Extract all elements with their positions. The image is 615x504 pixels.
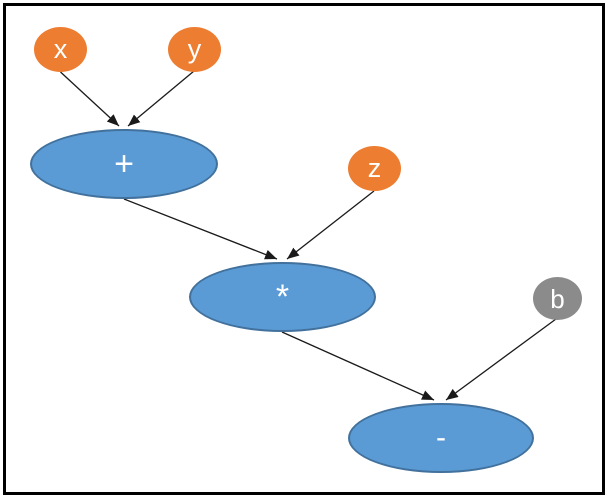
node-label-minus: - [436, 421, 446, 454]
diagram-frame [3, 3, 605, 495]
node-label-x: x [53, 34, 68, 64]
node-input-x[interactable]: x [34, 27, 87, 72]
node-op-times[interactable]: * [189, 262, 376, 332]
node-op-minus[interactable]: - [348, 403, 534, 473]
node-label-plus: + [114, 145, 134, 183]
node-label-b: b [550, 283, 565, 314]
node-param-b[interactable]: b [533, 277, 582, 320]
node-label-times: * [275, 278, 290, 316]
node-input-y[interactable]: y [168, 27, 221, 72]
node-input-z[interactable]: z [348, 146, 401, 191]
node-label-y: y [187, 34, 202, 64]
node-op-plus[interactable]: + [30, 129, 218, 199]
node-label-z: z [367, 153, 382, 183]
